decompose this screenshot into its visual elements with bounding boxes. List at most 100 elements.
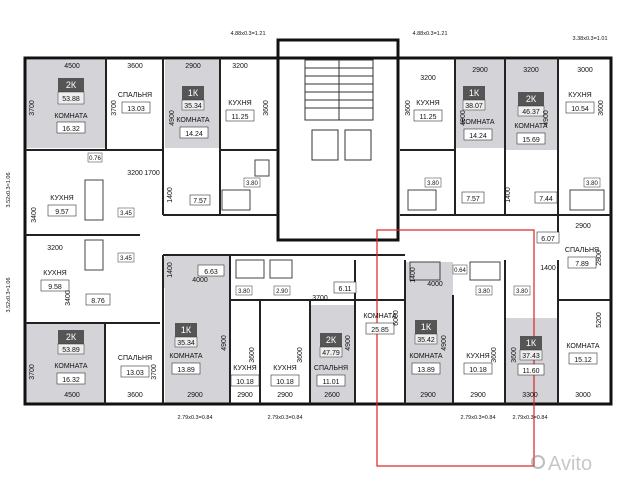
svg-text:10.54: 10.54	[571, 106, 589, 113]
room-name: КУХНЯ	[228, 100, 251, 107]
room-areas: 16.32 13.03 14.24 11.25 11.25 14.24 15.6…	[40, 101, 598, 387]
apt-area-label: 35.34	[184, 103, 202, 110]
svg-text:14.24: 14.24	[469, 133, 487, 140]
svg-text:5200: 5200	[596, 312, 603, 328]
room-name: КОМНАТА	[566, 343, 599, 350]
apt-area-label: 47.79	[322, 350, 340, 357]
svg-text:3600: 3600	[297, 347, 304, 363]
svg-text:6000: 6000	[393, 310, 400, 326]
svg-text:1400: 1400	[167, 187, 174, 203]
room-name: СПАЛЬНЯ	[118, 92, 152, 99]
room-name: КОМНАТА	[363, 313, 396, 320]
svg-text:4900: 4900	[460, 110, 467, 126]
svg-text:4900: 4900	[543, 110, 550, 126]
svg-text:3600: 3600	[511, 347, 518, 363]
svg-text:3.80: 3.80	[427, 181, 439, 187]
svg-text:3400: 3400	[65, 290, 72, 306]
room-name: СПАЛЬНЯ	[118, 355, 152, 362]
svg-text:3000: 3000	[577, 67, 593, 74]
svg-text:2900: 2900	[277, 392, 293, 399]
svg-text:11.25: 11.25	[420, 114, 437, 121]
room-name: КУХНЯ	[233, 365, 256, 372]
svg-text:7.89: 7.89	[575, 261, 589, 268]
svg-text:3200: 3200	[420, 75, 436, 82]
apt-type-label: 1К	[188, 88, 199, 98]
svg-text:11.25: 11.25	[232, 114, 249, 121]
svg-text:15.12: 15.12	[574, 357, 592, 364]
room-name: КОМНАТА	[169, 353, 202, 360]
room-name: КОМНАТА	[461, 119, 494, 126]
svg-text:11.60: 11.60	[523, 368, 540, 375]
apt-type-label: 2К	[66, 332, 77, 342]
apt-area-label: 38.07	[465, 103, 483, 110]
svg-text:2900: 2900	[470, 392, 486, 399]
room-names: КОМНАТА СПАЛЬНЯ КОМНАТА КУХНЯ КУХНЯ КОМН…	[43, 92, 600, 372]
svg-text:3600: 3600	[405, 100, 412, 116]
svg-text:25.85: 25.85	[371, 327, 389, 334]
svg-text:3200: 3200	[47, 245, 63, 252]
svg-text:10.18: 10.18	[469, 367, 487, 374]
svg-text:3600: 3600	[249, 347, 256, 363]
svg-text:9.57: 9.57	[55, 209, 69, 216]
svg-text:3.52x0.3=1.06: 3.52x0.3=1.06	[6, 172, 12, 207]
apt-area-label: 35.34	[177, 340, 195, 347]
svg-text:1400: 1400	[410, 267, 417, 283]
room-name: КУХНЯ	[568, 92, 591, 99]
svg-text:3700: 3700	[111, 100, 118, 116]
svg-text:1400: 1400	[505, 187, 512, 203]
svg-text:3200: 3200	[523, 67, 539, 74]
svg-text:8.76: 8.76	[91, 298, 105, 305]
svg-text:1400: 1400	[167, 262, 174, 278]
svg-text:2.79x0.3=0.84: 2.79x0.3=0.84	[177, 415, 212, 421]
svg-text:3700: 3700	[312, 295, 328, 302]
room-name: КУХНЯ	[43, 270, 66, 277]
svg-text:3.80: 3.80	[246, 181, 258, 187]
svg-text:2600: 2600	[324, 392, 340, 399]
svg-text:2.79x0.3=0.84: 2.79x0.3=0.84	[512, 415, 547, 421]
svg-text:2.79x0.3=0.84: 2.79x0.3=0.84	[267, 415, 302, 421]
svg-text:2900: 2900	[420, 392, 436, 399]
svg-text:3600: 3600	[598, 100, 605, 116]
apartment-badges: 2К 53.88 1К 35.34 1К 38.07 2К 46.37 2К 5…	[57, 78, 545, 361]
svg-text:2900: 2900	[575, 223, 591, 230]
dimensions: 4500 3600 2900 3200 3200 2900 3200 3000 …	[47, 63, 593, 399]
apt-area-label: 35.42	[417, 337, 435, 344]
apt-type-label: 1К	[181, 325, 192, 335]
svg-text:3700: 3700	[151, 364, 158, 380]
svg-text:3700: 3700	[29, 364, 36, 380]
svg-text:4900: 4900	[345, 335, 352, 351]
svg-text:4500: 4500	[64, 392, 80, 399]
svg-text:2.79x0.3=0.84: 2.79x0.3=0.84	[460, 415, 495, 421]
svg-text:1400: 1400	[540, 265, 556, 272]
svg-text:2900: 2900	[187, 392, 203, 399]
apt-type-label: 1К	[526, 338, 537, 348]
avito-logo-icon	[531, 455, 545, 469]
svg-text:13.89: 13.89	[417, 367, 435, 374]
room-name: КУХНЯ	[50, 195, 73, 202]
room-name: КУХНЯ	[273, 365, 296, 372]
staircase	[304, 59, 374, 161]
svg-text:9.58: 9.58	[48, 284, 62, 291]
svg-text:14.24: 14.24	[185, 131, 203, 138]
bathroom-areas: 3.80 3.80 3.80 3.45 3.45 3.80 2.90 3.80 …	[87, 152, 601, 296]
room-name: КОМНАТА	[176, 117, 209, 124]
apt-type-label: 2К	[66, 80, 77, 90]
apt-type-label: 2К	[526, 94, 537, 104]
apt-type-label: 2К	[326, 335, 337, 345]
svg-text:4000: 4000	[427, 281, 443, 288]
room-name: СПАЛЬНЯ	[565, 247, 599, 254]
svg-text:2900: 2900	[472, 67, 488, 74]
room-name: КУХНЯ	[416, 100, 439, 107]
svg-text:3600: 3600	[263, 100, 270, 116]
svg-text:16.32: 16.32	[62, 377, 80, 384]
walls	[23, 38, 613, 406]
room-name: КОМНАТА	[514, 123, 547, 130]
svg-text:3200: 3200	[127, 170, 143, 177]
svg-text:16.32: 16.32	[62, 126, 80, 133]
svg-text:7.57: 7.57	[466, 196, 480, 203]
apt-area-label: 53.89	[62, 347, 80, 354]
svg-text:13.89: 13.89	[177, 367, 195, 374]
svg-text:4.88x0.3=1.21: 4.88x0.3=1.21	[230, 31, 265, 37]
svg-text:3.80: 3.80	[478, 289, 490, 295]
